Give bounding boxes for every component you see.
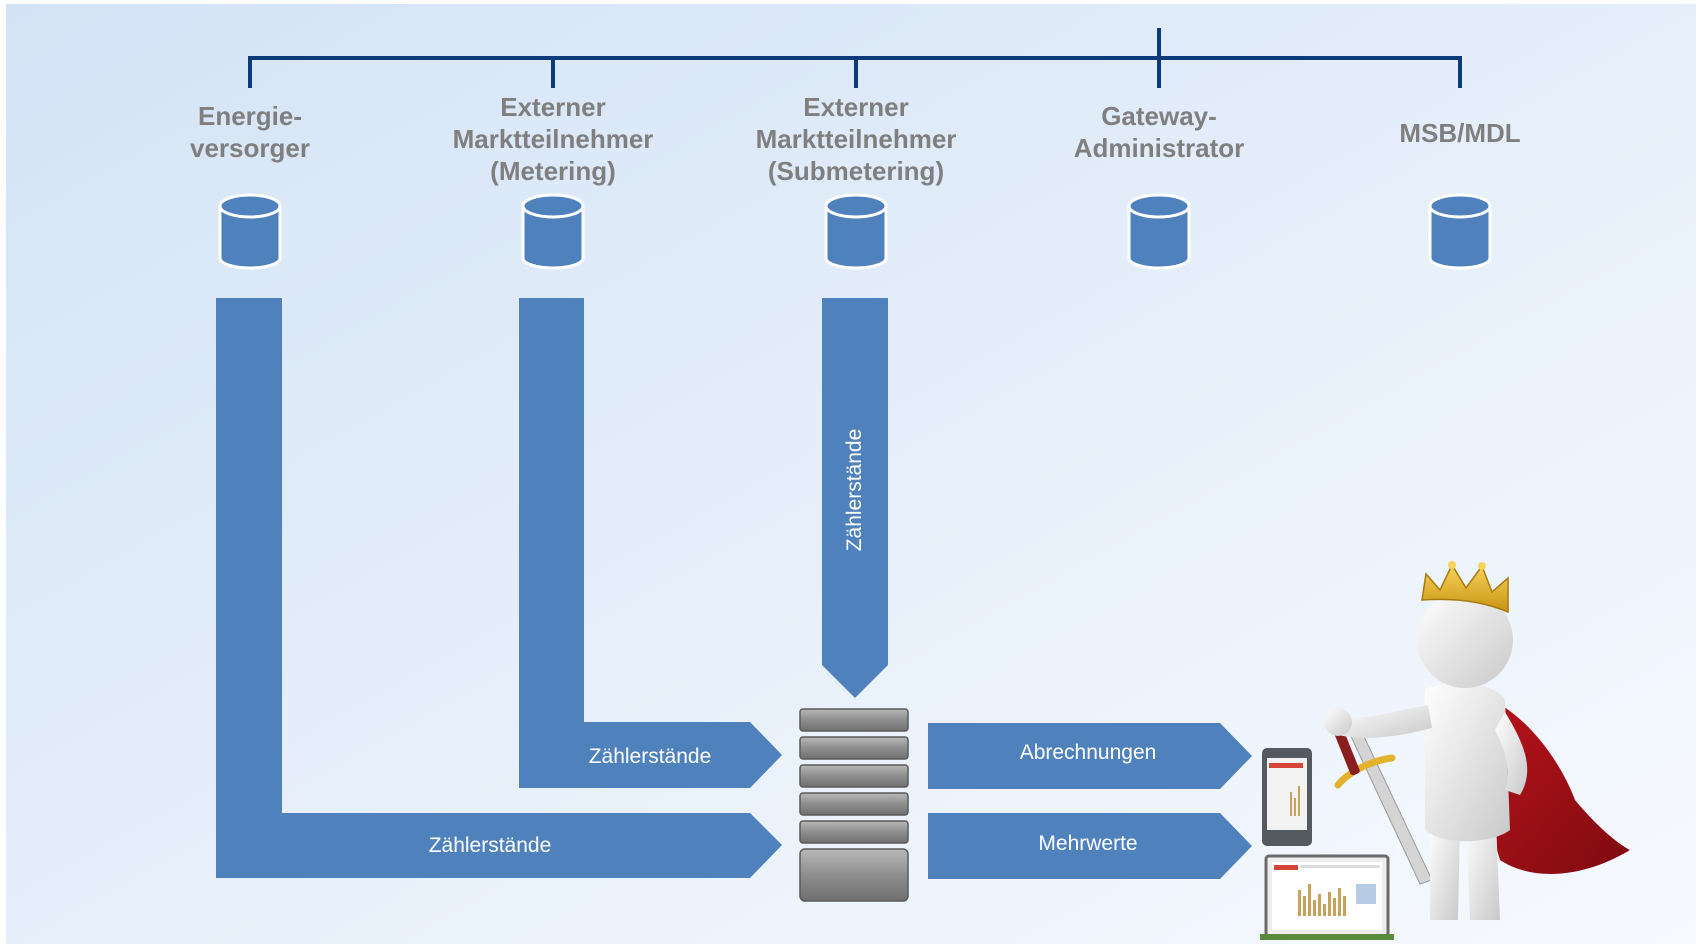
flow-label-energieversorger: Zählerstände (428, 834, 552, 857)
actor-label-msb-mdl: MSB/MDL (1399, 118, 1521, 148)
flow-arrow-energieversorger (216, 298, 782, 878)
flow-label-mehrwerte: Mehrwerte (1038, 832, 1138, 855)
smartphone-icon (1262, 748, 1312, 846)
hierarchy-connector (248, 28, 1462, 88)
flow-label-submetering: Zählerstände (843, 428, 866, 552)
database-icon (1127, 193, 1191, 270)
database-icon (521, 193, 585, 270)
king-figure-icon (1324, 561, 1630, 920)
flow-arrow-abrechnungen (928, 723, 1252, 789)
database-icon (1428, 193, 1492, 270)
actor-label-submetering: Externer Marktteilnehmer (Submetering) (755, 92, 957, 186)
database-icon (824, 193, 888, 270)
flow-label-abrechnungen: Abrechnungen (1019, 741, 1157, 764)
flow-label-metering: Zählerstände (588, 745, 712, 768)
laptop-icon (1260, 854, 1394, 940)
flow-arrow-mehrwerte (928, 813, 1252, 879)
actor-label-energieversorger: Energie- versorger (190, 101, 310, 163)
server-stack-icon (799, 708, 909, 902)
database-icon (218, 193, 282, 270)
flow-arrow-metering (519, 298, 782, 788)
actor-label-metering: Externer Marktteilnehmer (Metering) (452, 92, 654, 186)
flow-arrow-submetering (822, 298, 888, 698)
actor-label-gateway-admin: Gateway- Administrator (1073, 101, 1245, 163)
